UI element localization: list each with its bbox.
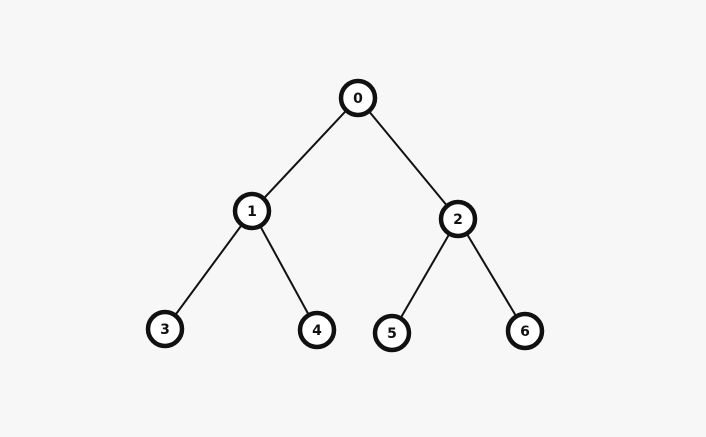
- edge-1-3: [164, 210, 253, 330]
- node-circle: [338, 78, 378, 118]
- node-0: 0: [338, 78, 378, 118]
- node-label: 1: [247, 204, 257, 220]
- node-circle: [232, 191, 272, 231]
- node-circle: [505, 311, 545, 351]
- edge-1-4: [251, 210, 318, 331]
- node-circle: [372, 313, 412, 353]
- node-4: 4: [297, 310, 337, 350]
- node-label: 4: [312, 323, 322, 339]
- node-circle: [297, 310, 337, 350]
- node-5: 5: [372, 313, 412, 353]
- nodes: 0 1 2 3 4 5 6: [145, 78, 545, 353]
- node-2: 2: [438, 199, 478, 239]
- node-label: 2: [453, 212, 463, 228]
- edge-2-5: [391, 218, 459, 334]
- node-label: 6: [520, 324, 530, 340]
- edge-0-2: [357, 97, 459, 220]
- node-6: 6: [505, 311, 545, 351]
- edges: [164, 97, 526, 334]
- node-1: 1: [232, 191, 272, 231]
- node-label: 5: [387, 326, 397, 342]
- node-label: 3: [160, 322, 170, 338]
- edge-0-1: [251, 97, 359, 212]
- edge-2-6: [457, 218, 526, 332]
- node-circle: [145, 309, 185, 349]
- node-label: 0: [353, 91, 363, 107]
- node-3: 3: [145, 309, 185, 349]
- node-circle: [438, 199, 478, 239]
